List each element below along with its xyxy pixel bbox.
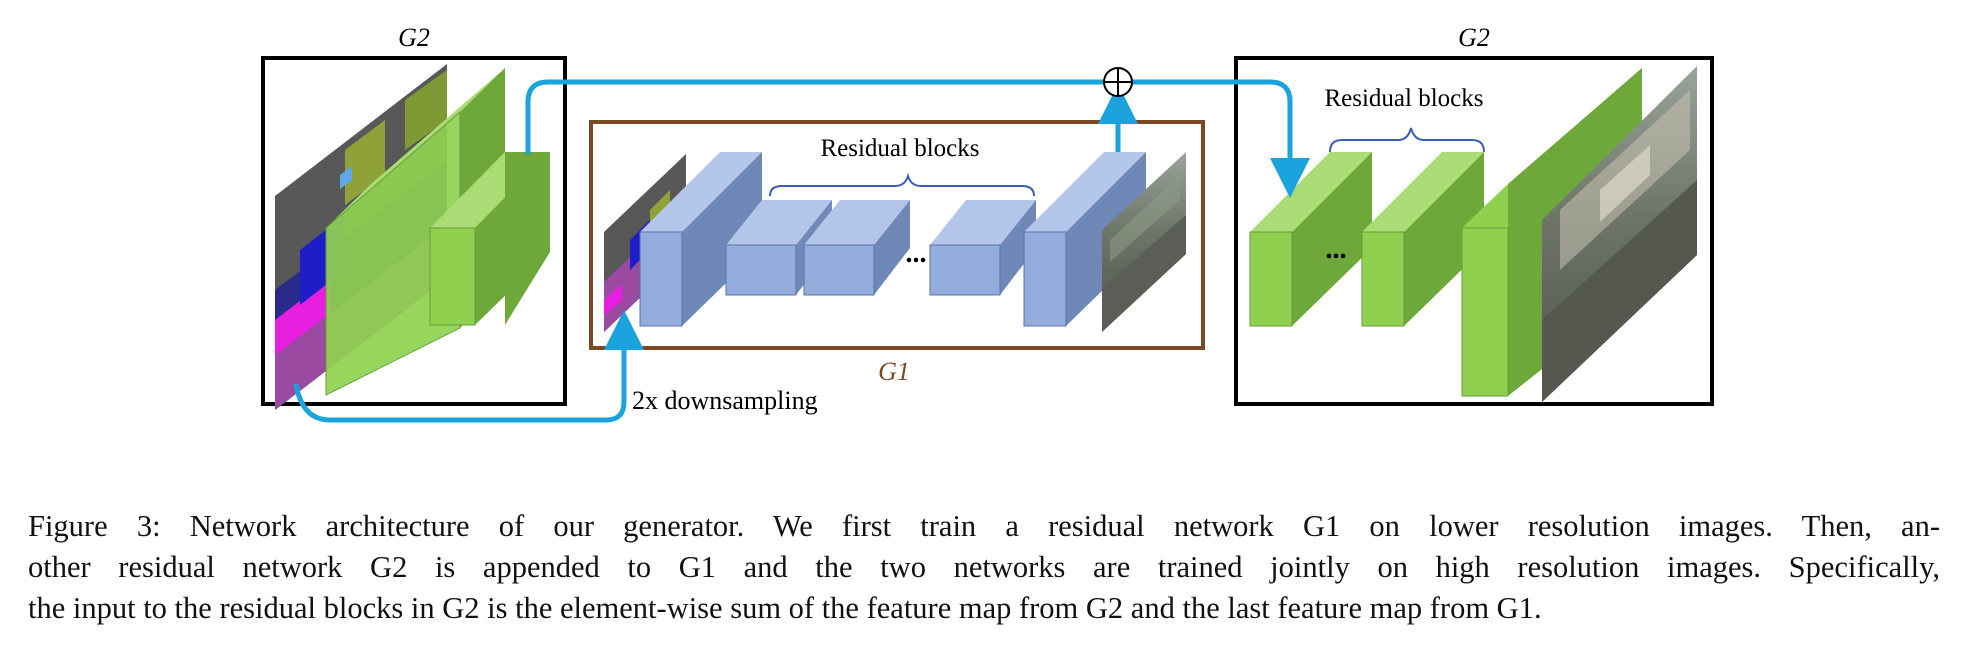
g2-left-frame [261, 56, 567, 406]
g1-residual-blocks-label: Residual blocks [820, 135, 979, 162]
downsampling-arrow [293, 310, 644, 423]
g2-right-frame [1234, 56, 1714, 406]
g1-output-street-image [1102, 152, 1186, 332]
g1-conv-block-front [639, 152, 762, 327]
g1-ellipsis: ... [906, 238, 927, 269]
figure-caption: Figure 3: Network architecture of our ge… [28, 506, 1940, 629]
caption-line-1: Figure 3: Network architecture of our ge… [28, 509, 1940, 543]
g2-downsample-conv-block [429, 152, 550, 326]
downsampling-label: 2x downsampling [632, 386, 818, 415]
g1-residual-block-3 [929, 200, 1036, 296]
g1-residual-brace [769, 172, 1035, 197]
sum-to-g2-arrow [1131, 79, 1310, 198]
g2-residual-blocks-label: Residual blocks [1324, 85, 1483, 112]
g2-left-label: G2 [398, 23, 430, 52]
g2-output-street-image [1542, 66, 1697, 402]
g2-ellipsis: ... [1326, 234, 1347, 265]
caption-line-2: other residual network G2 is appended to… [28, 550, 1940, 584]
element-wise-sum-node [1103, 67, 1133, 97]
g2-residual-brace [1329, 127, 1485, 153]
g2-right-label: G2 [1458, 23, 1490, 52]
g2-skip-connection-arrow [525, 79, 1103, 154]
generator-architecture-diagram: G2 G1 [261, 23, 1714, 423]
g1-frame [589, 120, 1205, 350]
caption-line-3: the input to the residual blocks in G2 i… [28, 591, 1542, 625]
g2-residual-block-1 [1249, 152, 1372, 327]
g1-residual-block-2 [803, 200, 910, 296]
g1-label: G1 [878, 357, 910, 386]
g2-front-end-conv-block [325, 68, 505, 396]
g2-residual-block-2 [1361, 152, 1484, 327]
